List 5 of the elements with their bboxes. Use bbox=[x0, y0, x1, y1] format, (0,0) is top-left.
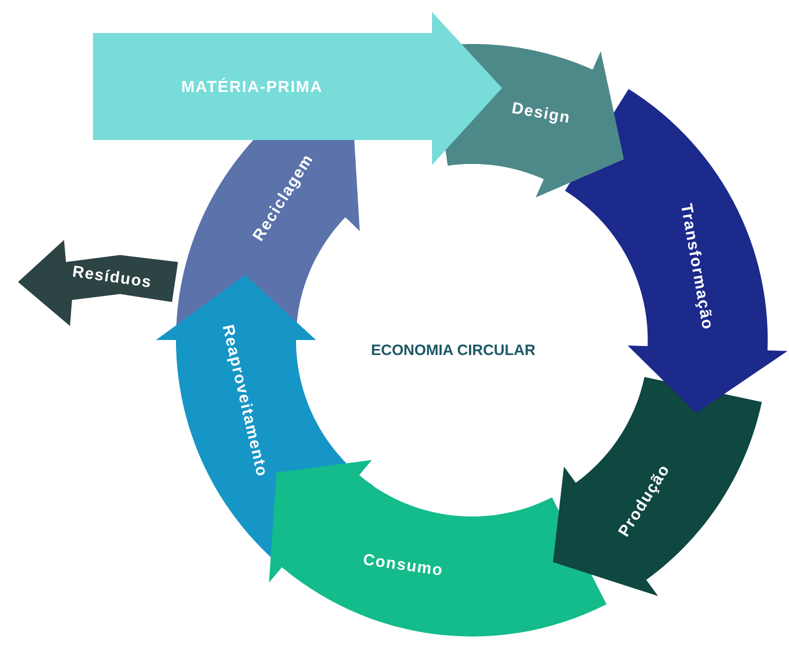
stage-label: Resíduos bbox=[71, 264, 153, 292]
center-title: ECONOMIA CIRCULAR bbox=[371, 342, 536, 359]
stage-label: Design bbox=[510, 100, 572, 128]
stage-label: Consumo bbox=[362, 551, 444, 580]
stage-label: MATÉRIA-PRIMA bbox=[181, 79, 323, 97]
